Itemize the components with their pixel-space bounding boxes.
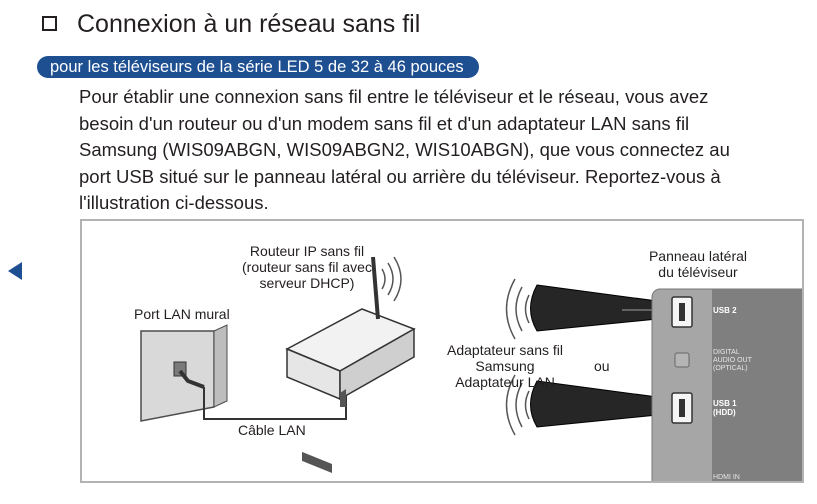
- router-label-line: Routeur IP sans fil: [249, 243, 365, 259]
- router-wifi-waves-icon: [381, 256, 402, 302]
- connection-diagram: Routeur IP sans fil (routeur sans fil av…: [80, 219, 804, 483]
- section-checkbox-icon: [42, 16, 57, 31]
- digital-audio-label-line: AUDIO OUT: [713, 357, 752, 364]
- usb2-port-label: USB 2: [713, 306, 737, 315]
- tv-panel-label: Panneau latéral du téléviseur: [638, 248, 758, 280]
- wall-port-label: Port LAN mural: [134, 306, 230, 322]
- previous-page-arrow-icon[interactable]: [8, 262, 22, 280]
- router-label-line: serveur DHCP): [259, 275, 355, 291]
- router-label-line: (routeur sans fil avec: [242, 259, 372, 275]
- tv-panel-label-line: Panneau latéral: [648, 248, 748, 264]
- paragraph-line: Pour établir une connexion sans fil entr…: [79, 86, 709, 107]
- usb1-label-line: (HDD): [713, 408, 736, 417]
- digital-audio-label: DIGITAL AUDIO OUT (OPTICAL): [713, 349, 752, 373]
- usb1-port-label: USB 1 (HDD): [713, 399, 737, 417]
- adapter-label-line: Adaptateur sans fil: [447, 342, 563, 358]
- diagram-illustration: [140, 256, 802, 481]
- page-title: Connexion à un réseau sans fil: [77, 10, 421, 38]
- paragraph-line: besoin d'un routeur ou d'un modem sans f…: [79, 112, 690, 134]
- usb1-label-line: USB 1: [713, 399, 737, 408]
- paragraph-line: port USB situé sur le panneau latéral ou…: [79, 165, 721, 187]
- or-label: ou: [594, 358, 610, 374]
- adapter-label: Adaptateur sans fil Samsung Adaptateur L…: [440, 342, 570, 390]
- hdmi-port-label: HDMI IN: [713, 474, 740, 481]
- paragraph-line: l'illustration ci-dessous.: [79, 192, 269, 213]
- digital-audio-label-line: DIGITAL: [713, 349, 740, 356]
- tv-panel-label-line: du téléviseur: [658, 264, 738, 280]
- paragraph-line: Samsung (WIS09ABGN, WIS09ABGN2, WIS10ABG…: [79, 139, 730, 160]
- model-range-badge: pour les téléviseurs de la série LED 5 d…: [37, 56, 479, 78]
- cable-label: Câble LAN: [238, 422, 306, 438]
- router-label: Routeur IP sans fil (routeur sans fil av…: [232, 243, 382, 291]
- instruction-paragraph: Pour établir une connexion sans fil entr…: [79, 84, 799, 217]
- digital-audio-label-line: (OPTICAL): [713, 365, 748, 372]
- adapter-label-line: Adaptateur LAN: [455, 374, 555, 390]
- wall-lan-port-icon: [140, 324, 228, 422]
- router-icon: [285, 256, 416, 474]
- adapter-label-line: Samsung: [475, 358, 535, 374]
- adapter-wifi-waves-icon: [505, 278, 530, 436]
- wireless-adapter-top-icon: [530, 284, 672, 332]
- tv-side-panel-icon: [651, 288, 802, 481]
